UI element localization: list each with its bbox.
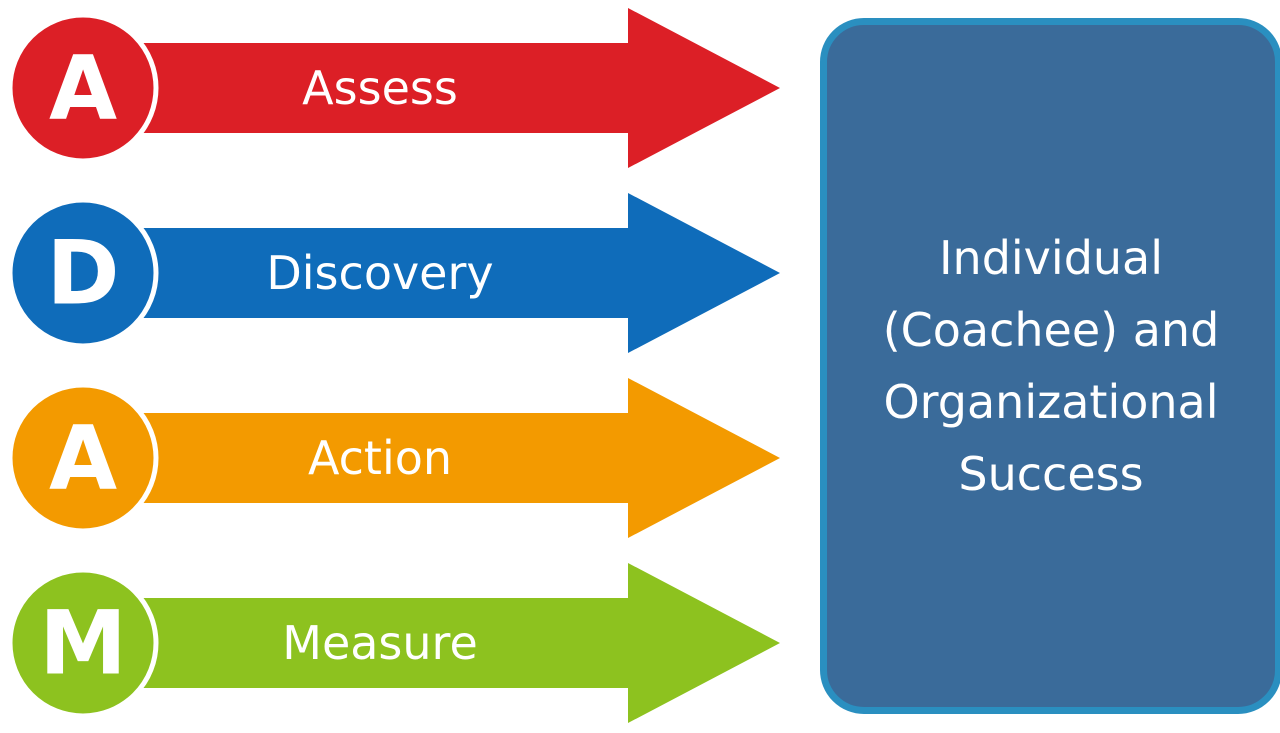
badge-discovery <box>7 197 159 349</box>
arrow-action <box>140 378 780 538</box>
letter-action: A <box>49 407 117 510</box>
outcome-box: Individual (Coachee) and Organizational … <box>820 18 1280 714</box>
letter-assess: A <box>49 37 117 140</box>
step-action: A Action <box>7 378 780 538</box>
arrow-assess <box>140 8 780 168</box>
arrow-measure <box>140 563 780 723</box>
outcome-line-1: Individual <box>938 231 1164 285</box>
outcome-line-4: Success <box>958 447 1144 501</box>
outcome-line-2: (Coachee) and <box>882 303 1220 357</box>
step-measure: M Measure <box>7 563 780 723</box>
label-discovery: Discovery <box>266 246 493 300</box>
step-assess: A Assess <box>7 8 780 168</box>
label-action: Action <box>308 431 452 485</box>
label-assess: Assess <box>302 61 458 115</box>
badge-measure <box>7 567 159 719</box>
badge-action <box>7 382 159 534</box>
outcome-line-3: Organizational <box>883 375 1219 429</box>
letter-measure: M <box>39 592 127 695</box>
arrow-discovery <box>140 193 780 353</box>
letter-discovery: D <box>46 222 119 325</box>
step-discovery: D Discovery <box>7 193 780 353</box>
badge-assess <box>7 12 159 164</box>
label-measure: Measure <box>282 616 478 670</box>
